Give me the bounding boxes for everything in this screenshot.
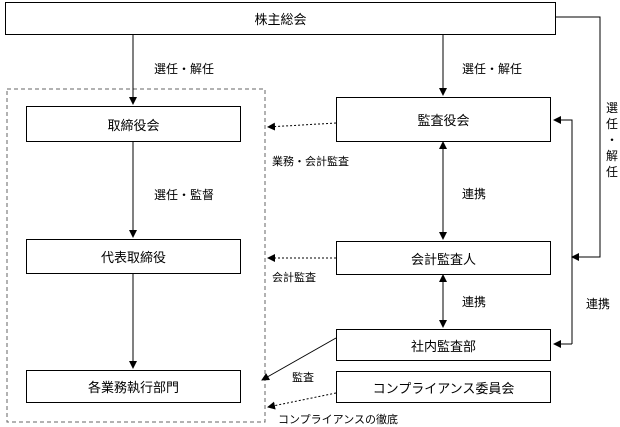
audit-board-box: 監査役会 (336, 97, 551, 142)
label-business-accounting-audit: 業務・会計監査 (272, 155, 349, 168)
label-coordination-right: 連携 (586, 297, 611, 311)
label-appoint-supervise: 選任・監督 (154, 188, 215, 202)
arrow-internal-audit-to-units (261, 337, 337, 381)
board-of-directors-box: 取締役会 (26, 106, 241, 142)
arrow-auditors-internal-coordination-top (553, 116, 573, 344)
accounting-auditor-box: 会計監査人 (336, 241, 551, 275)
label-audit: 監査 (292, 371, 314, 384)
shareholders-meeting-box: 株主総会 (5, 2, 556, 35)
label-appoint-dismiss-vertical: 選 任 ・ 解 任 (605, 101, 618, 179)
business-units-box: 各業務執行部門 (26, 370, 241, 403)
label-compliance-enforcement: コンプライアンスの徹底 (278, 413, 399, 426)
compliance-committee-box: コンプライアンス委員会 (336, 371, 551, 403)
arrow-shareholders-to-accounting-auditor (556, 16, 601, 261)
label-coordination-upper: 連携 (462, 187, 487, 201)
label-appoint-dismiss-board: 選任・解任 (154, 62, 215, 76)
executive-group-frame (6, 88, 266, 423)
representative-director-box: 代表取締役 (26, 239, 241, 274)
label-coordination-lower: 連携 (462, 295, 487, 309)
label-appoint-dismiss-auditors: 選任・解任 (462, 62, 523, 76)
label-accounting-audit: 会計監査 (272, 271, 316, 284)
arrow-compliance-to-units (267, 392, 337, 410)
internal-audit-dept-box: 社内監査部 (336, 329, 551, 361)
arrow-auditors-to-board (267, 122, 337, 131)
